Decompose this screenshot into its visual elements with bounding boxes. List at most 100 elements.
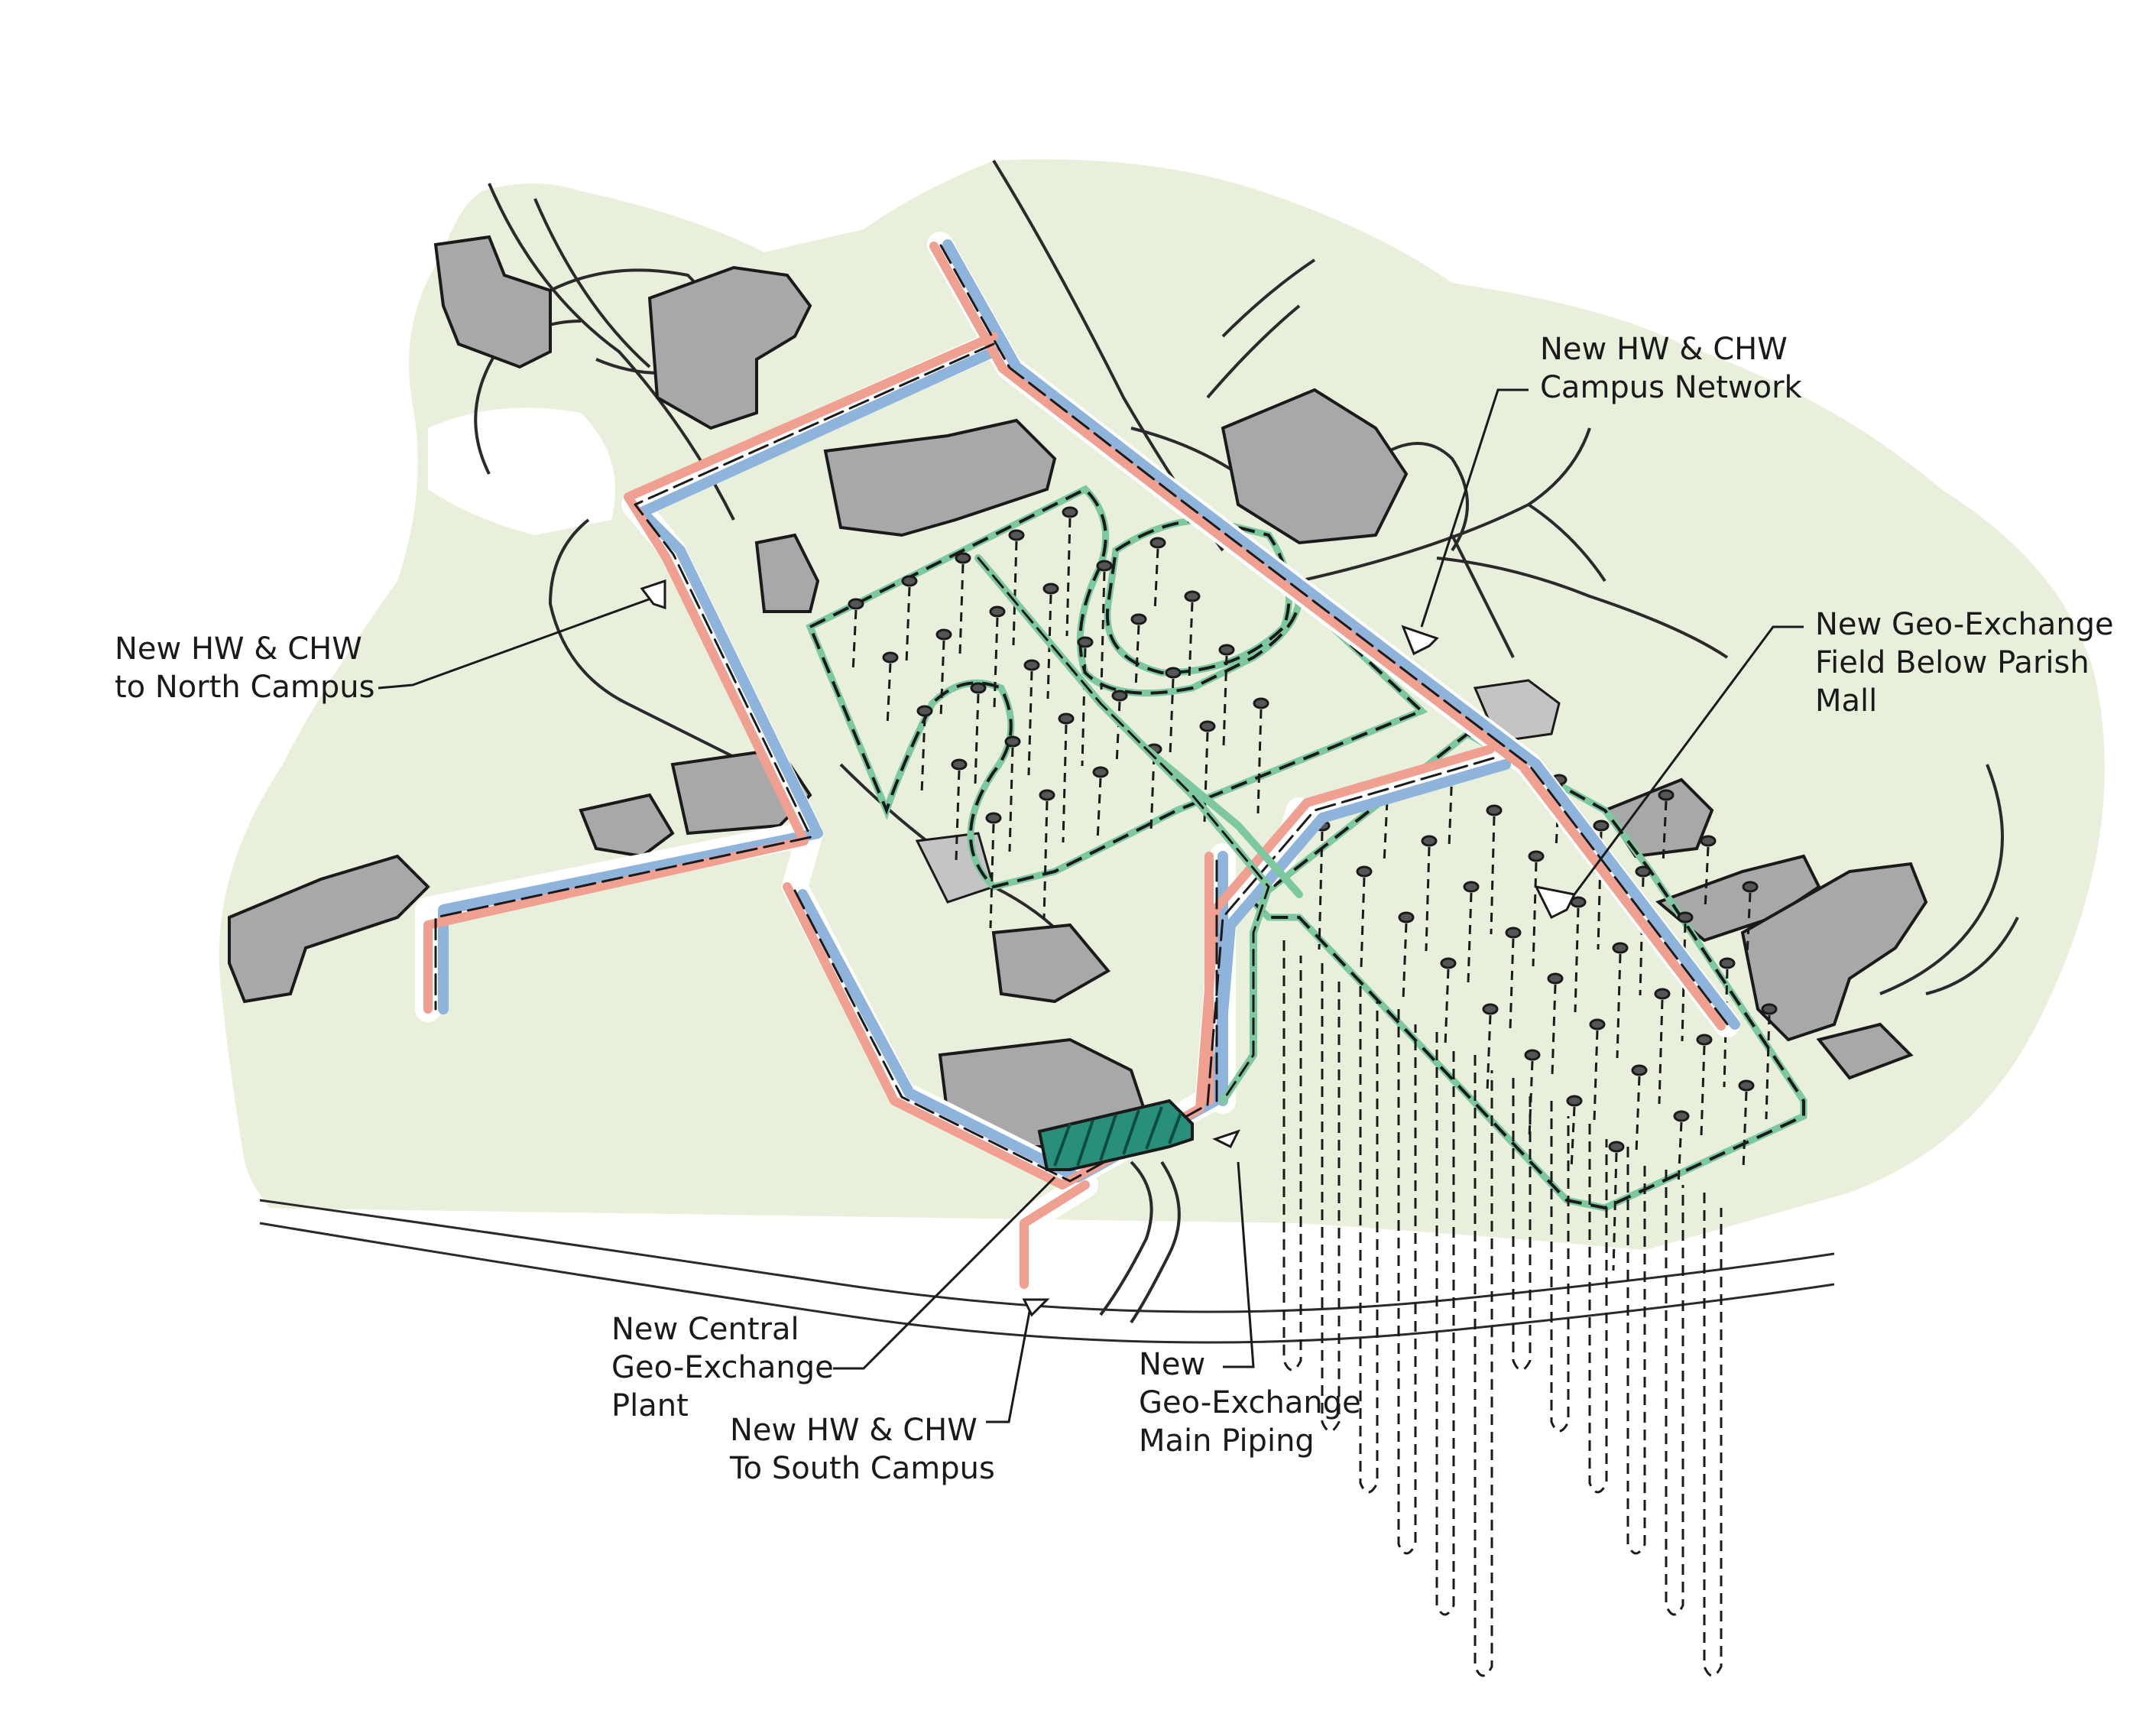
borehole-head [882, 651, 899, 664]
borehole-head [970, 682, 987, 694]
borehole-line [1065, 518, 1072, 637]
borehole-head [1761, 1003, 1778, 1015]
borehole-head [1486, 804, 1503, 816]
borehole-head [1700, 835, 1717, 847]
borehole-head [1218, 644, 1235, 656]
building [1655, 854, 1821, 943]
borehole-head [1658, 789, 1675, 801]
borehole-line [1490, 816, 1496, 935]
building [228, 854, 430, 1004]
borehole-loop [1321, 963, 1341, 1433]
leader-geo-field [1573, 625, 1804, 895]
arrow-markers [640, 579, 1577, 1317]
borehole-line [1635, 1076, 1641, 1154]
borehole-head [1612, 942, 1629, 954]
borehole-head [1440, 957, 1457, 969]
borehole-line [1574, 907, 1580, 1013]
borehole-line [1681, 923, 1687, 1042]
borehole-line [1532, 862, 1538, 967]
building [1221, 388, 1409, 545]
borehole-loop [1588, 1124, 1608, 1494]
road [1206, 304, 1301, 399]
road-southern-boundary [259, 1199, 1835, 1313]
borehole-line [1100, 571, 1106, 690]
geo-field-outline-ink [1105, 518, 1291, 675]
road [1130, 427, 1240, 476]
borehole-head [1566, 1095, 1583, 1107]
borehole-head [1482, 1003, 1499, 1015]
path-curve [1879, 764, 2004, 995]
borehole-line [1149, 755, 1156, 833]
borehole-head [989, 605, 1006, 618]
borehole-head [1696, 1034, 1713, 1046]
borehole-line [1746, 892, 1752, 956]
borehole-head [1356, 865, 1373, 878]
borehole-line [1318, 831, 1324, 950]
borehole-head [1398, 911, 1415, 923]
leader-lines [378, 388, 1804, 1423]
road [1436, 557, 1729, 659]
label-north-campus: New HW & CHW to North Campus [115, 631, 374, 705]
borehole-loop [1474, 1055, 1493, 1677]
borehole-head [935, 628, 952, 641]
borehole-head [1004, 735, 1021, 748]
borehole-line [1169, 678, 1175, 756]
borehole-loop [1359, 986, 1379, 1494]
borehole-loop [1626, 1147, 1646, 1555]
arrow-south-campus [1022, 1298, 1050, 1317]
borehole-head [1058, 712, 1075, 725]
borehole-line [1555, 785, 1561, 849]
pipe-chilled-water [438, 239, 1740, 1183]
borehole-loop [1665, 1170, 1684, 1616]
annotation-labels: New HW & CHW Campus Network New HW & CHW… [115, 332, 2123, 1486]
borehole-line [1612, 1152, 1618, 1271]
borehole-head [1253, 697, 1269, 709]
borehole-line [1096, 777, 1102, 842]
borehole-line [1134, 625, 1140, 689]
borehole-head [1463, 881, 1480, 893]
borehole-head [1742, 881, 1759, 893]
road [533, 198, 651, 368]
borehole-line [1742, 1091, 1748, 1169]
borehole-line [1012, 540, 1018, 646]
road [1298, 427, 1591, 583]
leader-main-piping [1223, 1161, 1255, 1368]
borehole-line [1486, 1014, 1492, 1092]
borehole-line [1444, 969, 1450, 1047]
borehole-head [1608, 1141, 1625, 1153]
road [1527, 503, 1606, 583]
buildings [228, 235, 1928, 1148]
road [1374, 442, 1469, 552]
label-geo-field: New Geo-Exchange Field Below Parish Mall [1815, 607, 2123, 719]
label-main-piping: New Geo-Exchange Main Piping [1139, 1347, 1370, 1459]
building [1740, 862, 1928, 1042]
borehole-line [1570, 1106, 1576, 1170]
borehole-head [1719, 957, 1736, 969]
borehole-line [1448, 770, 1454, 848]
borehole-loop [1397, 1009, 1417, 1555]
borehole-head [955, 552, 971, 564]
leader-campus-network [1420, 388, 1529, 628]
borehole-head [1077, 636, 1094, 648]
borehole-loop [1512, 1078, 1532, 1371]
borehole-head [1524, 1049, 1541, 1061]
borehole-head [901, 575, 918, 587]
borehole-line [920, 716, 926, 794]
borehole-head [985, 812, 1002, 824]
borehole-head [1631, 1064, 1648, 1076]
leader-south-campus [986, 1299, 1033, 1423]
borehole-loop [1703, 1193, 1723, 1677]
borehole-loop [1282, 940, 1302, 1371]
borehole-head [1593, 820, 1610, 832]
borehole-head [1042, 583, 1059, 595]
borehole-head [848, 598, 864, 610]
borehole-head [1008, 529, 1025, 541]
central-geo-exchange-plant [1037, 1099, 1194, 1171]
borehole-line [1616, 953, 1622, 1059]
borehole-head [1092, 766, 1109, 778]
arrow-geo-field [1534, 884, 1577, 920]
borehole-line [1115, 701, 1121, 765]
borehole-head [1199, 720, 1216, 732]
borehole-line [1723, 969, 1729, 1088]
